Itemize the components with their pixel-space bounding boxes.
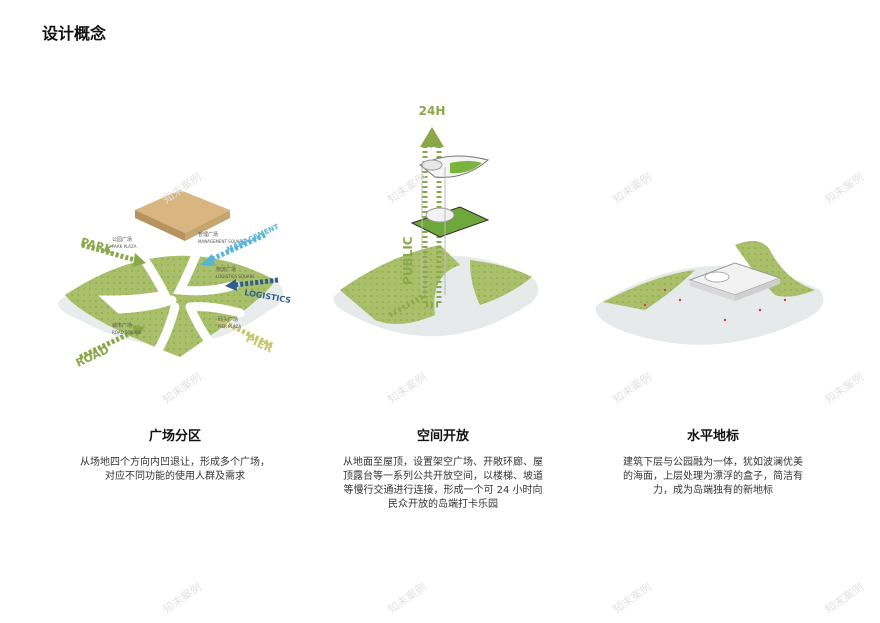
green-field-left — [603, 270, 695, 310]
roof-core — [421, 159, 443, 171]
road-label: ROAD — [74, 343, 111, 370]
curved-wall-northeast — [173, 240, 240, 296]
section-horizontal-landmark: 水平地标 建筑下层与公园融为一体，犹如波澜优美 的海面，上层处理为漂浮的盒子，简… — [598, 425, 828, 498]
green-field-right — [735, 241, 815, 297]
curved-wall-southwest — [153, 302, 180, 355]
floating-box-side-right — [185, 210, 230, 241]
open-space-diagram: 24H PUBLIC — [333, 104, 539, 337]
people-dot — [723, 318, 727, 322]
pier-label: PIER — [244, 332, 275, 356]
logistics-cn-label: 物流广场 — [216, 266, 236, 273]
people-dot — [783, 298, 787, 302]
watermark: 知末案例 — [385, 580, 430, 617]
building-side-right — [735, 278, 780, 301]
section-text: 从场地四个方向内凹退让，形成多个广场， 对应不同功能的使用人群及需求 — [80, 457, 270, 482]
up-arrow-head — [420, 127, 444, 147]
management-arrow — [208, 232, 267, 263]
section-title: 广场分区 — [148, 429, 201, 444]
section-open-space: 空间开放 从地面至屋顶，设置架空广场、开敞环廊、屋 顶露台等一系列公共开放空间，… — [323, 425, 563, 512]
logistics-arrow — [234, 277, 279, 288]
people-dot — [758, 308, 762, 312]
logistics-en-label: LOGISTICS SQUARE — [216, 274, 255, 279]
park-cn-label: 公园广场 — [112, 236, 132, 243]
page-title: 设计概念 — [42, 24, 107, 43]
floating-box-side-left — [135, 210, 185, 241]
section-title: 空间开放 — [416, 429, 469, 444]
management-arrow-head — [200, 254, 215, 266]
green-field-left — [340, 245, 460, 324]
section-plaza-zoning: 广场分区 从场地四个方向内凹退让，形成多个广场， 对应不同功能的使用人群及需求 — [60, 425, 290, 484]
watermark: 知末案例 — [610, 580, 655, 617]
management-cn-label: 管理广场 — [198, 231, 218, 238]
people-dot — [663, 288, 667, 292]
pier-cn-label: 码头广场 — [218, 316, 238, 323]
green-field-right — [470, 260, 532, 305]
section-title: 水平地标 — [686, 429, 739, 444]
building-side-left — [690, 280, 735, 301]
road-cn-label: 城市广场 — [112, 322, 132, 329]
park-label: PARK — [79, 235, 114, 256]
people-dot — [643, 303, 647, 307]
logistics-arrow-head — [225, 279, 237, 291]
management-en-label: MANAGEMENT SQUARE — [198, 239, 245, 244]
road-arrow-head — [132, 325, 145, 337]
pier-arrow-head — [216, 317, 227, 329]
pier-arrow — [223, 320, 274, 348]
park-arrow-head — [133, 253, 146, 267]
watermark: 知末案例 — [822, 580, 867, 617]
curved-wall-northwest — [98, 248, 177, 314]
green-field — [65, 255, 275, 357]
park-arrow — [81, 242, 136, 263]
middle-core — [425, 207, 455, 223]
watermark: 知末案例 — [160, 580, 205, 617]
people-dot — [678, 298, 682, 302]
roof-drum — [704, 271, 730, 283]
ground-path — [388, 292, 427, 318]
roof-garden — [450, 161, 482, 174]
section-text: 建筑下层与公园融为一体，犹如波澜优美 的海面，上层处理为漂浮的盒子，简洁有 力，… — [623, 457, 803, 496]
curved-wall-southeast — [185, 302, 245, 350]
road-arrow — [78, 328, 137, 360]
section-text: 从地面至屋顶，设置架空广场、开敞环廊、屋 顶露台等一系列公共开放空间，以楼梯、坡… — [343, 457, 543, 510]
public-label: PUBLIC — [401, 236, 415, 285]
floating-box-top — [135, 190, 230, 233]
24h-label: 24H — [419, 104, 446, 118]
road-en-label: ROAD SQUARE — [112, 330, 142, 335]
park-en-label: PARK PLAZA — [112, 244, 137, 249]
pier-en-label: PIER PLAZA — [218, 324, 241, 329]
horizontal-landmark-diagram — [595, 241, 824, 345]
plaza-zoning-diagram: PARK 公园广场 PARK PLAZA 管理广场 MANAGEMENT SQU… — [58, 190, 292, 370]
